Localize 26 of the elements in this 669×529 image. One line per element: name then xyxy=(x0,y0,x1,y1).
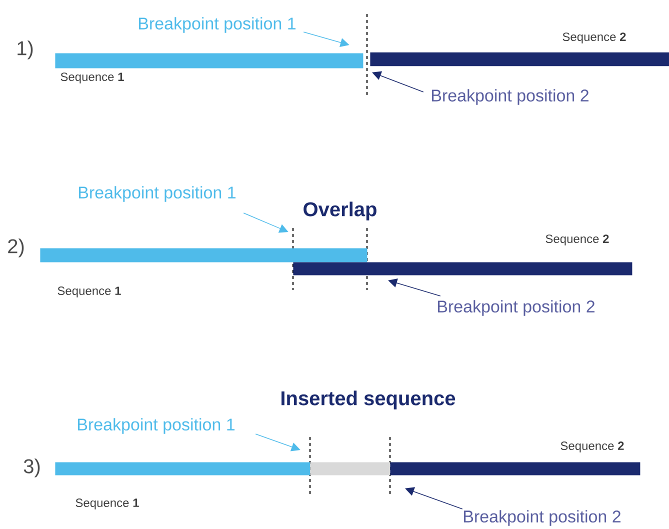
sequence-label: Sequence 2 xyxy=(546,234,609,246)
sequence-bar xyxy=(310,462,390,476)
sequence-label: Sequence 2 xyxy=(562,32,626,44)
breakpoint-label: Breakpoint position 1 xyxy=(78,418,235,434)
breakpoint-label: Breakpoint position 1 xyxy=(139,17,296,33)
sequence-label: Sequence 2 xyxy=(560,442,624,452)
sequence-label: Sequence 1 xyxy=(76,498,139,510)
arrow xyxy=(405,487,463,510)
sequence-label: Sequence 1 xyxy=(60,72,124,84)
breakpoint-label: Breakpoint position 2 xyxy=(438,300,594,316)
breakpoint-label: Breakpoint position 2 xyxy=(464,510,620,526)
sequence-bar xyxy=(55,53,364,68)
arrow xyxy=(388,278,441,296)
sequence-bar xyxy=(55,462,310,476)
arrow xyxy=(372,71,424,92)
section-heading: Inserted sequence xyxy=(282,390,456,410)
sequence-label: Sequence 1 xyxy=(58,286,121,298)
section-heading: Overlap xyxy=(304,202,376,220)
sequence-bar xyxy=(293,262,632,276)
sequence-bar xyxy=(370,52,669,66)
panel-number: 2) xyxy=(8,238,24,258)
sequence-bar xyxy=(40,248,368,262)
breakpoint-label: Breakpoint position 2 xyxy=(432,89,588,105)
sequence-bar xyxy=(390,462,640,476)
panel-number: 1) xyxy=(18,40,33,60)
breakpoint-label: Breakpoint position 1 xyxy=(79,186,236,202)
